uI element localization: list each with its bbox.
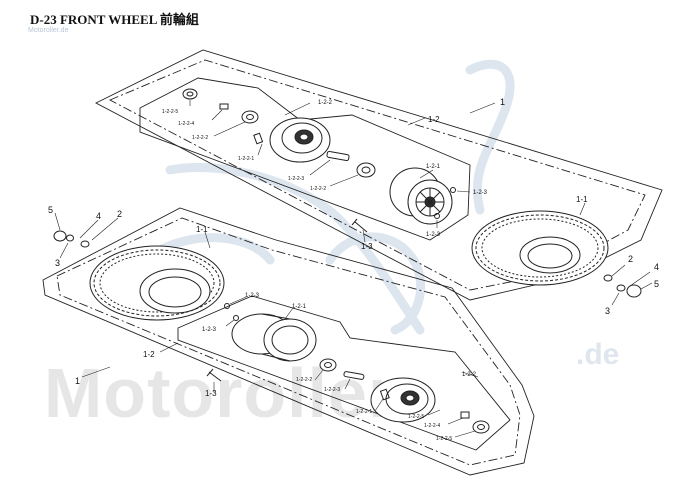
top-label-1: 1	[500, 97, 505, 107]
top-rim-1-2-1	[389, 167, 453, 225]
bottom-label-1-1: 1-1	[196, 225, 208, 234]
bottom-seal-1-2-2-5	[472, 420, 490, 434]
top-hub-parts	[182, 88, 456, 233]
top-label-1-3: 1-3	[361, 242, 373, 251]
bottom-label-1-2-3b: 1-2-3	[202, 327, 217, 333]
bottom-nut-1-2-3a	[224, 303, 230, 309]
bottom-hub	[370, 377, 436, 423]
top-label-5: 5	[48, 205, 53, 215]
top-bearing-1-2-2-2b	[356, 162, 376, 178]
top-label-1-2-1: 1-2-1	[426, 164, 441, 170]
top-axle-sleeve-1-2-2-3	[326, 150, 350, 162]
bottom-label-2: 2	[628, 254, 633, 264]
top-valve-1-3	[351, 218, 368, 233]
top-label-1-2: 1-2	[428, 115, 440, 124]
bottom-label-1-2-2-1: 1-2-2-1	[356, 409, 372, 415]
top-label-1-2-2-2b: 1-2-2-2	[310, 186, 326, 192]
bottom-frame	[42, 207, 535, 476]
bottom-leader-lines	[81, 231, 479, 438]
top-nut-1-2-3a	[450, 187, 456, 193]
top-seal-1-2-2-5	[182, 88, 198, 100]
bottom-rim-1-2-1	[231, 313, 317, 362]
bottom-nut-1-2-3b	[233, 315, 239, 321]
right-cap-5	[626, 284, 642, 298]
top-pin-1-2-2-1	[253, 132, 264, 145]
top-right-axle-parts	[603, 274, 642, 298]
bottom-tire-1-1	[89, 245, 225, 321]
top-label-2: 2	[117, 209, 122, 219]
bottom-label-1-2-2-4: 1-2-2-4	[424, 423, 440, 429]
bottom-label-1-2-2-5b: 1-2-2-5	[436, 436, 452, 442]
top-nut-1-2-3b	[434, 213, 440, 219]
bottom-label-3: 3	[605, 306, 610, 316]
top-label-1-2-3b: 1-2-3	[426, 232, 441, 238]
bottom-hub-parts	[206, 303, 490, 434]
top-label-1-2-3a: 1-2-3	[473, 190, 488, 196]
top-label-1-1: 1-1	[576, 195, 588, 204]
top-label-1-2-2: 1-2-2	[318, 100, 333, 106]
top-label-1-2-2-5: 1-2-2-5	[162, 109, 178, 115]
top-label-1-2-2-2: 1-2-2-2	[192, 135, 208, 141]
bottom-label-1-2-2-3: 1-2-2-3	[324, 387, 340, 393]
bottom-label-1-2-3a: 1-2-3	[245, 293, 260, 299]
top-frame	[95, 49, 663, 301]
bottom-label-1-2-2-5a: 1-2-2-5	[408, 414, 424, 420]
top-label-1-2-2-1: 1-2-2-1	[238, 156, 254, 162]
top-tire-1-1	[471, 210, 609, 286]
bottom-label-1: 1	[75, 376, 80, 386]
top-left-axle-parts	[53, 230, 90, 248]
top-label-1-2-2-4: 1-2-2-4	[178, 121, 194, 127]
bottom-axle-sleeve-1-2-2-3	[343, 371, 365, 380]
bottom-label-1-2-2-2: 1-2-2-2	[296, 377, 312, 383]
top-leader-lines	[54, 100, 653, 306]
watermark-small: Motoroller.de	[28, 27, 69, 34]
bottom-bearing-1-2-2-2	[319, 358, 337, 372]
bottom-label-1-2-2: 1-2-2	[462, 372, 477, 378]
top-labels: 1 1-2 1-2-2 1-2-2-5 1-2-2-4 1-2-2-2 1-2-…	[48, 97, 588, 268]
top-nut-2	[80, 240, 90, 248]
bottom-valve-1-3	[206, 368, 222, 382]
top-bearing-1-2-2-2	[241, 110, 259, 124]
top-hub	[269, 117, 331, 163]
right-washer-2	[603, 274, 613, 282]
right-washer-3	[616, 284, 626, 292]
top-cap-5	[53, 230, 67, 242]
bottom-label-1-3: 1-3	[205, 389, 217, 398]
bottom-labels: 1 1-2 1-1 1-2-3 1-2-3 1-2-1 1-3 1-2-2 1-…	[75, 225, 659, 442]
bottom-label-1-2-1: 1-2-1	[292, 304, 307, 310]
bottom-pin-1-2-2-1	[379, 388, 390, 401]
top-spacer-1-2-2-4	[219, 103, 229, 110]
watermark-scooter-outline	[155, 59, 515, 335]
top-label-3: 3	[55, 258, 60, 268]
bottom-spacer-1-2-2-4	[460, 411, 470, 419]
bottom-label-4: 4	[654, 262, 659, 272]
top-label-1-2-2-3: 1-2-2-3	[288, 176, 304, 182]
watermark-de: .de	[576, 338, 620, 371]
top-label-4: 4	[96, 211, 101, 221]
bottom-label-5: 5	[654, 279, 659, 289]
top-washer-3	[66, 234, 74, 242]
page-title: D-23 FRONT WHEEL 前輪組	[30, 12, 199, 27]
bottom-label-1-2: 1-2	[143, 350, 155, 359]
